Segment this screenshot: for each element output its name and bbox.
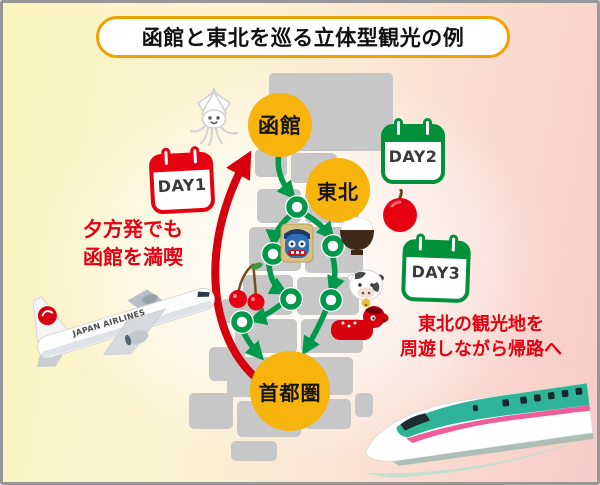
day3-calendar-icon: DAY3	[400, 233, 472, 304]
calendar-band	[151, 154, 211, 173]
flight-route-arrow	[211, 150, 259, 381]
caption-tohoku-return: 東北の観光地を 周遊しながら帰路へ	[389, 312, 573, 362]
calendar-ring-icon	[423, 118, 432, 138]
calendar-band	[384, 127, 442, 142]
day1-calendar-icon: DAY1	[148, 146, 216, 215]
calendar-ring-icon	[415, 233, 426, 254]
jal-airplane-illustration: JAPAN AIRLINES	[32, 287, 215, 367]
oni-mask-icon	[280, 223, 314, 263]
rice-bowl-icon	[340, 217, 374, 255]
page-title: 函館と東北を巡る立体型観光の例	[96, 16, 510, 58]
node-hakodate: 函館	[248, 93, 312, 157]
squid-icon	[190, 87, 238, 146]
shinkansen-illustration	[364, 382, 597, 478]
caption-line: 夕方発でも	[83, 217, 183, 241]
day1-label: DAY1	[157, 174, 208, 197]
day2-label: DAY2	[388, 147, 438, 166]
caption-line: 函館を満喫	[83, 245, 183, 269]
calendar-ring-icon	[448, 234, 459, 255]
caption-evening-departure: 夕方発でも 函館を満喫	[55, 215, 211, 271]
apple-icon	[383, 189, 417, 232]
calendar-ring-icon	[394, 118, 403, 138]
caption-line: 東北の観光地を	[418, 314, 544, 335]
calendar-ring-icon	[190, 146, 201, 167]
calendar-band	[405, 241, 468, 260]
cow-icon	[347, 269, 384, 308]
day3-label: DAY3	[411, 262, 461, 283]
node-capital-region: 首都圏	[250, 351, 330, 431]
route-stop-markers	[230, 195, 345, 334]
rail-route-arrows	[241, 150, 345, 361]
calendar-ring-icon	[161, 147, 172, 169]
akabeko-icon	[331, 306, 389, 340]
cherry-icon	[229, 262, 265, 311]
node-tohoku: 東北	[306, 158, 370, 222]
day2-calendar-icon: DAY2	[381, 118, 445, 184]
caption-line: 周遊しながら帰路へ	[400, 339, 562, 361]
